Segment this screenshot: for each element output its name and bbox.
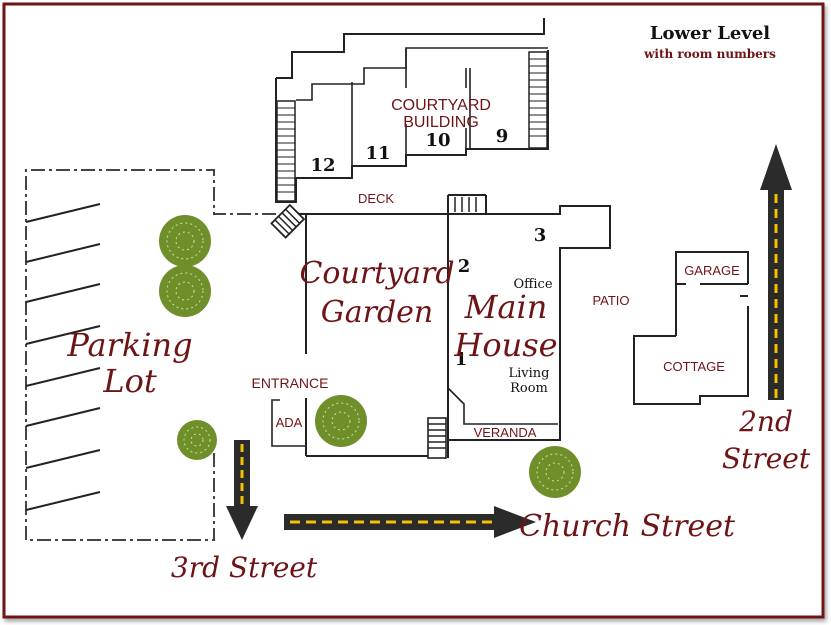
room-3: 3 (534, 225, 547, 246)
courtyard-building: COURTYARD BUILDING (275, 18, 549, 203)
parking-lot: Parking Lot (25, 169, 276, 541)
courtyard-garden: Courtyard Garden (299, 214, 455, 458)
courtyard-building-label-2: BUILDING (403, 114, 479, 131)
church-street-label: Church Street (519, 509, 736, 544)
room-1: 1 (455, 349, 468, 370)
cottage-building: GARAGE COTTAGE (633, 251, 749, 405)
tree (159, 215, 211, 267)
deck: DECK (296, 191, 540, 215)
tree (177, 420, 217, 460)
room-9: 9 (496, 126, 509, 147)
veranda-label: VERANDA (474, 425, 537, 440)
deck-label: DECK (358, 191, 394, 206)
second-street-arrow (760, 144, 792, 400)
parking-lot-label-2: Lot (102, 362, 157, 400)
third-street-arrow (226, 440, 258, 540)
room-11: 11 (365, 143, 390, 164)
legend-title: Lower Level (650, 23, 770, 44)
tree (159, 265, 211, 317)
legend-subtitle: with room numbers (643, 47, 776, 61)
room-2: 2 (458, 256, 471, 277)
stairs-left (276, 100, 296, 202)
living-room-label-1: Living (509, 366, 550, 381)
courtyard-building-label-1: COURTYARD (391, 97, 491, 114)
ada-label: ADA (276, 415, 303, 430)
entrance-label: ENTRANCE (251, 375, 328, 391)
living-room-label-2: Room (510, 381, 548, 396)
third-street-label: 3rd Street (171, 551, 318, 584)
parking-lot-label-1: Parking (66, 326, 192, 364)
second-street-label-1: 2nd (738, 405, 793, 438)
tree (529, 446, 581, 498)
stairs-diagonal (270, 203, 306, 239)
tree (315, 395, 367, 447)
main-house-label-2: House (453, 326, 557, 364)
cottage-label: COTTAGE (663, 359, 725, 374)
main-house: Main House Office Living Room VERANDA (427, 205, 611, 459)
office-label: Office (513, 277, 552, 292)
main-house-label-1: Main (464, 288, 548, 326)
garage-label: GARAGE (684, 263, 740, 278)
church-street-arrow (284, 506, 536, 538)
patio-label: PATIO (592, 293, 629, 308)
second-street-label-2: Street (722, 442, 811, 475)
courtyard-garden-label-2: Garden (321, 295, 433, 330)
stairs-right (528, 51, 548, 149)
ada-area: ADA (271, 399, 306, 447)
courtyard-garden-label-1: Courtyard (299, 256, 454, 291)
room-10: 10 (425, 130, 450, 151)
room-12: 12 (310, 155, 335, 176)
